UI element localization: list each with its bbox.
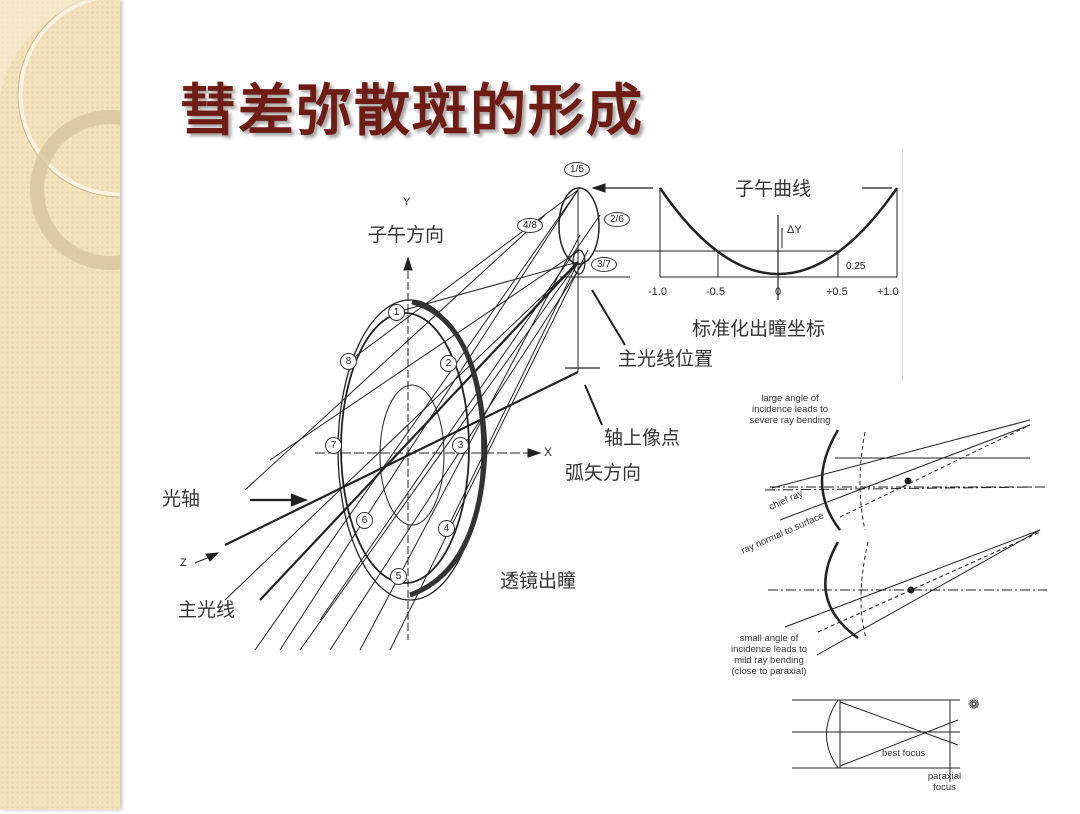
normalized-pupil-coordinate-label: 标准化出瞳坐标 [692,318,826,340]
meridional-direction-label: 子午方向 [368,224,445,246]
tick-label: -1.0 [648,286,667,298]
image-point-3-7: 3/7 [591,257,617,272]
image-point-1-5: 1/5 [564,162,590,177]
chief-ray-label: 主光线 [178,599,236,621]
pupil-point-3: 3 [452,437,469,454]
optical-axis-label: 光轴 [162,488,201,510]
tick-label: 0 [775,286,782,298]
y-axis-label: Y [403,196,411,208]
pupil-point-8: 8 [340,353,357,370]
x-axis-label: X [544,445,553,459]
paraxial-focus-label: paraxial focus [927,771,962,793]
ray-bending-diagram [764,419,1047,782]
slide-title: 彗差弥散斑的形成 [180,78,644,144]
exit-pupil-label: 透镜出瞳 [500,570,577,592]
axial-image-point-label: 轴上像点 [604,427,681,449]
meridional-curve-title: 子午曲线 [735,178,812,200]
small-angle-label: small angle of incidence leads to mild r… [730,633,808,677]
pupil-point-5: 5 [390,568,407,585]
ray-bundle [224,189,601,651]
z-axis-label: Z [180,557,187,569]
chief-ray-position-label: 主光线位置 [618,348,714,370]
decorative-sidebar [0,0,223,810]
image-point-2-6: 2/6 [604,212,630,227]
image-point-4-8: 4/8 [517,218,543,233]
chart-divider [902,150,903,380]
pupil-point-6: 6 [356,512,373,529]
sagittal-direction-label: 弧矢方向 [565,462,642,484]
pupil-point-1: 1 [388,304,405,321]
tick-label: +1.0 [877,286,899,298]
pupil-point-4: 4 [438,520,455,537]
delta-y-label: ΔY [787,224,802,236]
best-focus-label: best focus [882,748,926,759]
tick-label: +0.5 [826,286,848,298]
pupil-point-2: 2 [440,355,457,372]
blur-spot-icon: ❁ [968,697,980,713]
value-0-25-label: 0.25 [846,261,866,272]
pupil-point-7: 7 [325,437,342,454]
large-angle-label: large angle of incidence leads to severe… [749,393,831,426]
tick-label: -0.5 [706,286,725,298]
meridional-curve-chart [591,183,899,300]
